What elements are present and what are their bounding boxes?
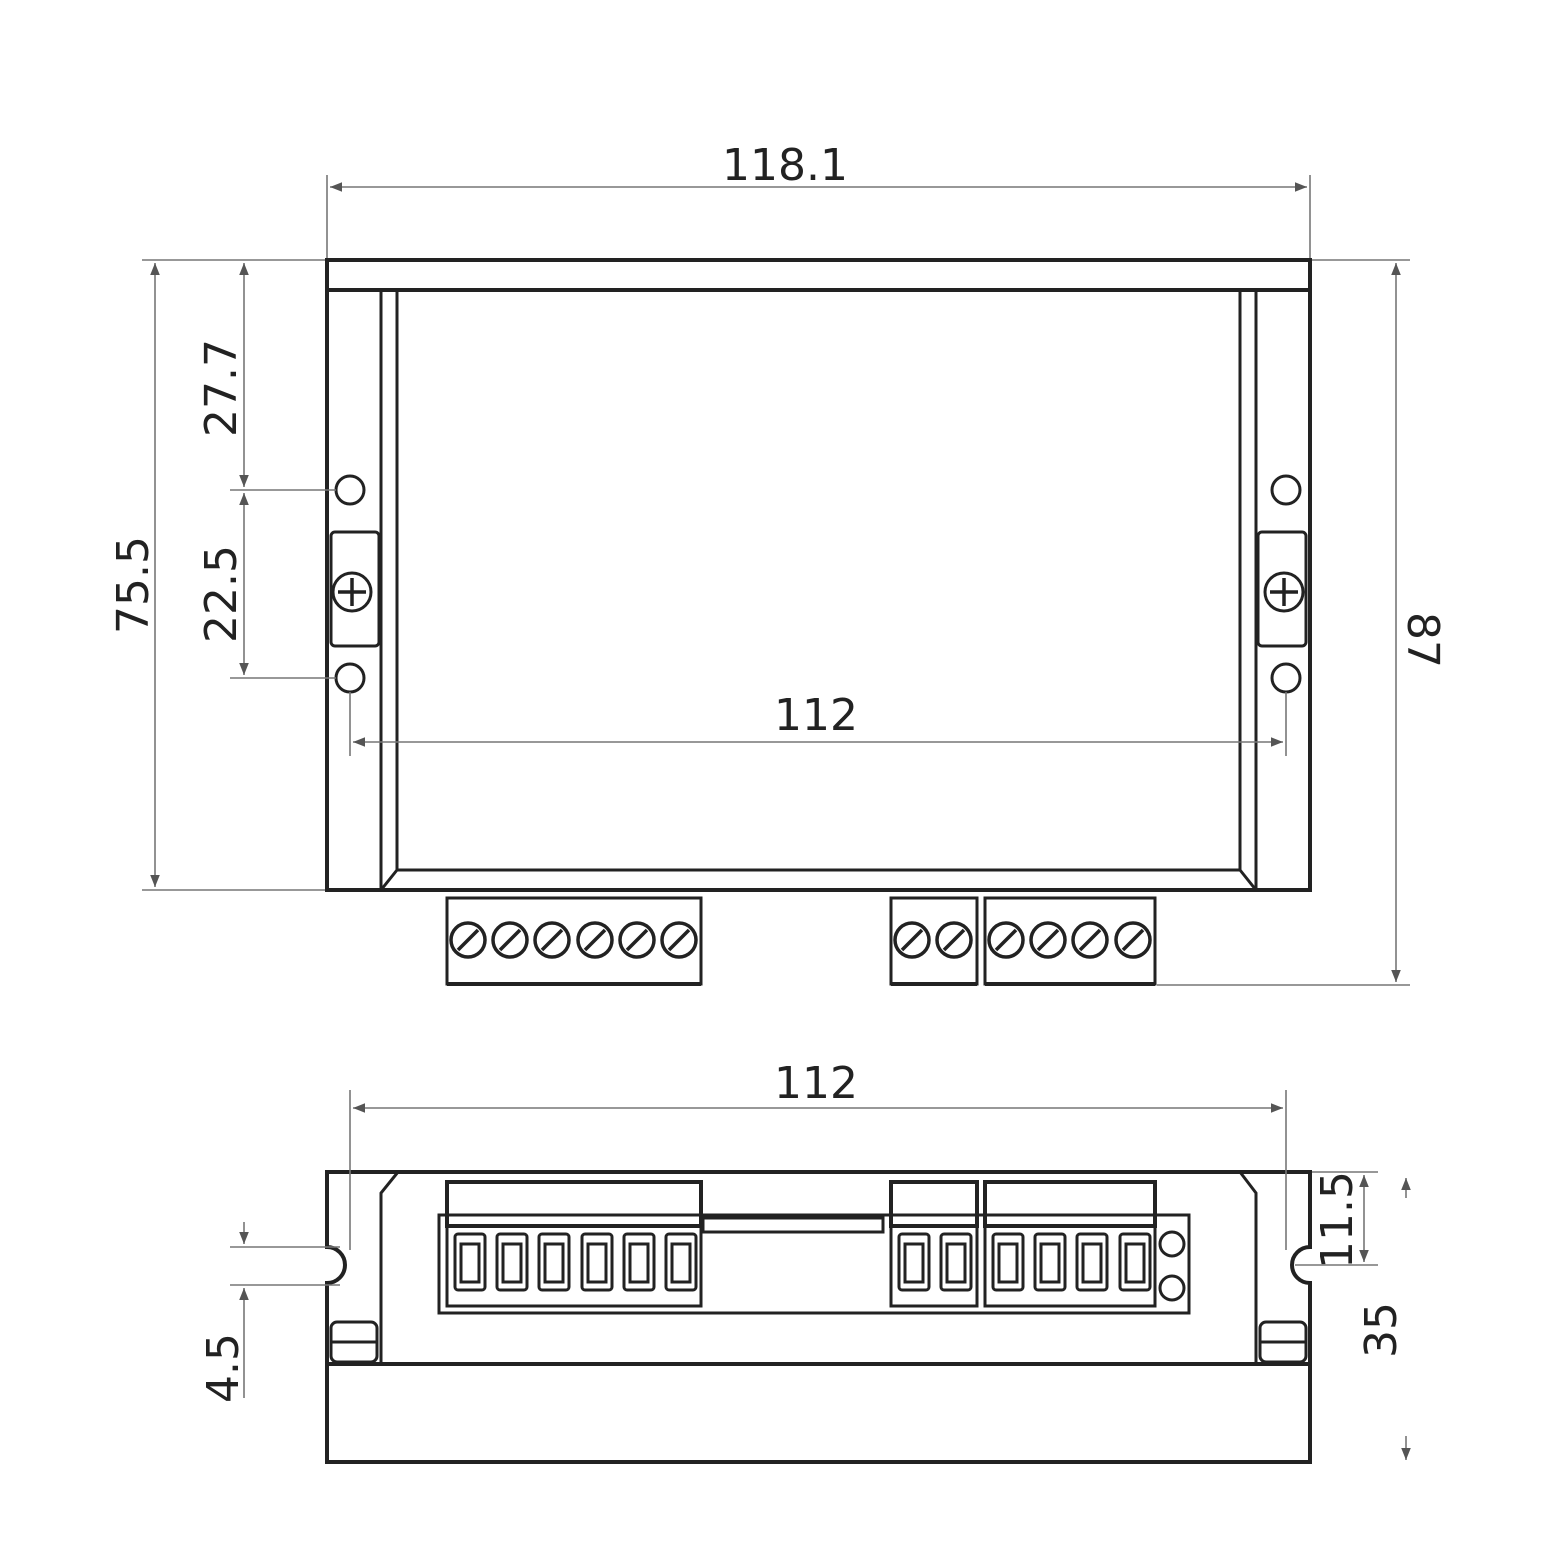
dim-hole-top-offset: 27.7 (196, 339, 247, 437)
connector-pin-slot (453, 1232, 487, 1292)
bracket-screw-right-icon (1263, 571, 1305, 613)
connector-pin-slot (1033, 1232, 1067, 1292)
connector-pins-front (453, 1232, 1152, 1292)
connector-4pin-front-cap (983, 1180, 1157, 1228)
connector-pin-slot (939, 1232, 973, 1292)
dim-hole-spacing: 22.5 (196, 545, 247, 643)
terminal-block-6pin-top (445, 896, 703, 986)
terminal-screw-slot (900, 928, 924, 952)
dim-front-height: 35 (1356, 1302, 1407, 1358)
front-body-outline (379, 1171, 1258, 1364)
connector-pin-inner (1081, 1242, 1103, 1284)
terminal-screw-slot (1036, 928, 1060, 952)
bracket-left (329, 530, 381, 648)
connector-pin-inner (586, 1242, 608, 1284)
led-alarm-icon (1158, 1274, 1186, 1302)
panel-bevel-right (1238, 869, 1258, 891)
mount-hole-top-left (334, 474, 366, 506)
bracket-right (1256, 530, 1308, 648)
terminal-screws-top (449, 921, 1152, 959)
front-base-outline (325, 1170, 1312, 1464)
dim-hole-pitch-front: 112 (774, 1058, 858, 1109)
header-strip (701, 1216, 885, 1234)
connector-pin-inner (501, 1242, 523, 1284)
connector-pin-slot (1118, 1232, 1152, 1292)
terminal-screw-slot (456, 928, 480, 952)
connector-pin-slot (495, 1232, 529, 1292)
terminal-screw-slot (540, 928, 564, 952)
connector-6pin-front-cap (445, 1180, 703, 1228)
connector-pin-inner (543, 1242, 565, 1284)
front-view-dimensions: 112 4.5 11.5 35 (198, 1058, 1411, 1460)
terminal-block-4pin-top (983, 896, 1157, 986)
connector-pin-slot (664, 1232, 698, 1292)
terminal-screw-slot (498, 928, 522, 952)
mount-hole-bottom-right (1270, 662, 1302, 694)
connector-pin-inner (628, 1242, 650, 1284)
dim-overall-height: 87 (1397, 612, 1448, 668)
connector-pin-slot (580, 1232, 614, 1292)
front-view (325, 1170, 1312, 1464)
led-power-icon (1158, 1230, 1186, 1258)
mount-hole-top-right (1270, 474, 1302, 506)
connector-pin-slot (1075, 1232, 1109, 1292)
top-view-dimensions: 118.1 75.5 27.7 22.5 87 112 (108, 140, 1448, 986)
connector-pin-slot (537, 1232, 571, 1292)
terminal-screw-slot (625, 928, 649, 952)
connector-pin-inner (997, 1242, 1019, 1284)
top-housing-outline (325, 258, 1312, 892)
connector-pin-inner (1124, 1242, 1146, 1284)
bracket-screw-left-icon (331, 571, 373, 613)
connector-2pin-front-cap (889, 1180, 979, 1228)
top-view (325, 258, 1312, 986)
dim-slot-offset: 11.5 (1312, 1171, 1363, 1269)
connector-pin-slot (897, 1232, 931, 1292)
connector-pin-inner (459, 1242, 481, 1284)
panel-bevel-left (379, 869, 399, 891)
terminal-screw-slot (942, 928, 966, 952)
connector-strip (437, 1213, 1191, 1315)
connector-pin-inner (670, 1242, 692, 1284)
mount-hole-bottom-left (334, 662, 366, 694)
connector-pin-inner (903, 1242, 925, 1284)
terminal-screw-slot (583, 928, 607, 952)
terminal-screw-slot (667, 928, 691, 952)
terminal-screw-slot (1078, 928, 1102, 952)
terminal-screw-slot (1121, 928, 1145, 952)
terminal-block-2pin-top (889, 896, 979, 986)
terminal-screw-slot (994, 928, 1018, 952)
dim-hole-pitch-top: 112 (774, 690, 858, 741)
connector-pin-slot (622, 1232, 656, 1292)
dim-housing-height: 75.5 (108, 536, 159, 634)
dim-slot-width: 4.5 (198, 1333, 249, 1403)
dim-overall-width: 118.1 (722, 140, 848, 191)
connector-pin-inner (945, 1242, 967, 1284)
connector-pin-inner (1039, 1242, 1061, 1284)
connector-pin-slot (991, 1232, 1025, 1292)
